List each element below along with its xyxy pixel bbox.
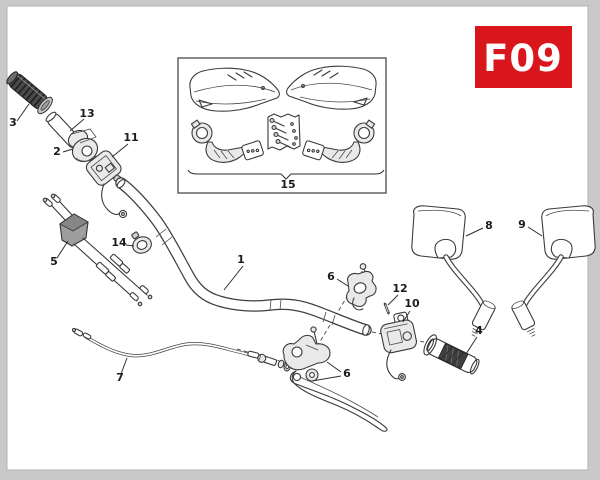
plate-badge: F09: [475, 26, 572, 88]
callout-13: 13: [79, 107, 94, 120]
mirror-left: [411, 205, 496, 337]
mirror-clamp: [346, 263, 377, 311]
lever-bolt-set: [257, 353, 292, 372]
handlebar: [115, 177, 372, 336]
guard-bracket-left: [190, 119, 264, 163]
callout-9: 9: [518, 218, 526, 231]
callout-7: 7: [116, 371, 124, 384]
callout-5: 5: [50, 255, 58, 268]
plate-code-label: F09: [483, 37, 563, 80]
mirror-right: [511, 205, 596, 337]
clamp-ring: [131, 231, 152, 254]
callout-15: 15: [280, 178, 295, 191]
screw-icon: [269, 117, 291, 148]
callout-10: 10: [404, 297, 420, 310]
kit-brace: [187, 169, 385, 180]
callout-14: 14: [111, 236, 127, 249]
callout-4: 4: [475, 324, 483, 337]
callout-8: 8: [485, 219, 493, 232]
callout-6a: 6: [327, 270, 335, 283]
lever-bracket: [282, 326, 331, 382]
switch-wire: [101, 183, 121, 215]
callout-1: 1: [237, 253, 245, 266]
callout-6b: 6: [343, 367, 351, 380]
callouts: 1 2 3 4 5 6 6 7 8 9 10 11 12 13 14 15: [9, 107, 526, 384]
handguard-right: [286, 65, 377, 110]
hardware-bag: [267, 113, 301, 151]
guard-bracket-right: [302, 119, 376, 163]
handguard-left: [189, 67, 280, 112]
throttle-housing: [67, 128, 99, 163]
leader-lines: [16, 103, 543, 382]
control-cable: [71, 327, 261, 359]
throttle-grip: [423, 334, 480, 375]
lever-blade: [289, 370, 388, 432]
callout-2: 2: [53, 145, 61, 158]
right-switch: [380, 311, 417, 381]
callout-3: 3: [9, 116, 17, 129]
badge-box: [475, 26, 572, 88]
throttle-cables: [42, 193, 153, 307]
pin: [383, 302, 390, 315]
left-grip: [6, 71, 53, 115]
callout-11: 11: [123, 131, 138, 144]
handguard-kit-inset: [177, 57, 387, 194]
callout-12: 12: [392, 282, 407, 295]
